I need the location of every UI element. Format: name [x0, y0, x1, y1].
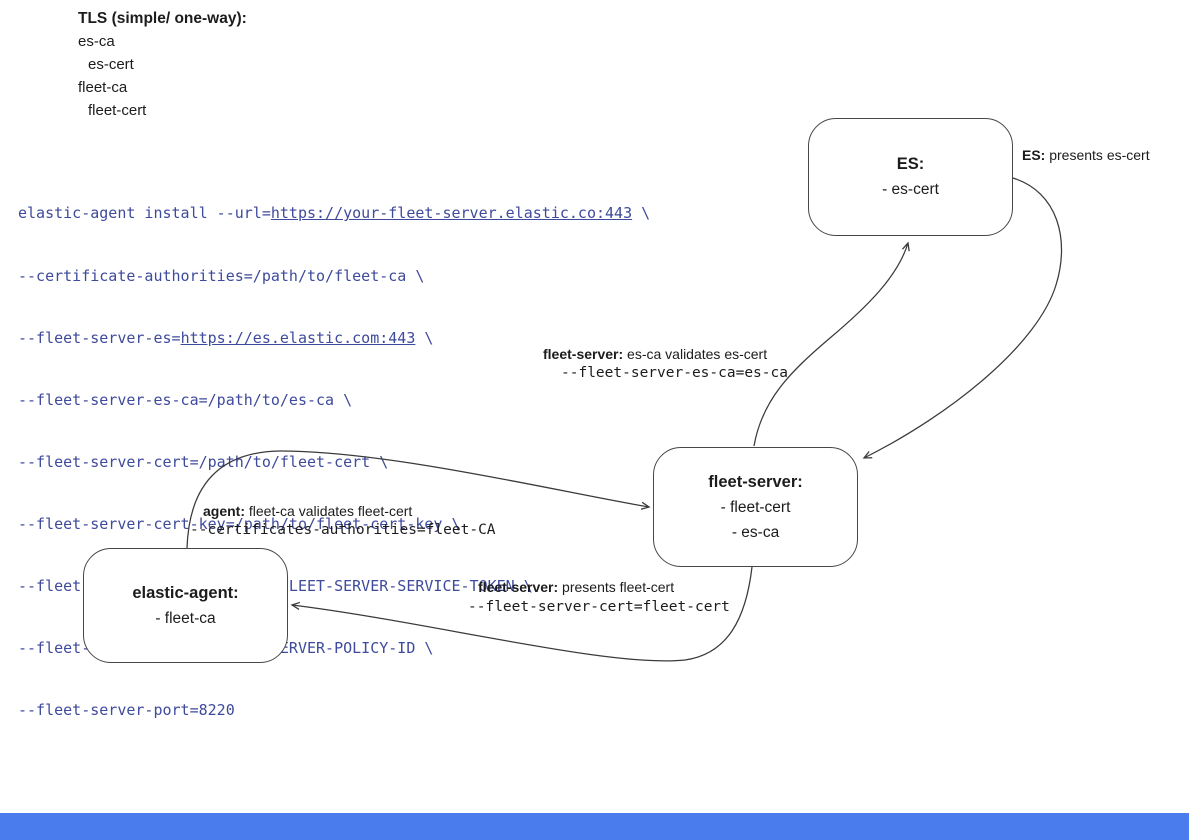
- command-text: elastic-agent install --url=: [18, 204, 271, 223]
- label-rest: presents fleet-cert: [558, 579, 675, 595]
- node-elastic-agent-ca-line: - fleet-ca: [155, 609, 216, 627]
- fleet-server-url-link[interactable]: https://your-fleet-server.elastic.co:443: [270, 204, 633, 223]
- command-line: --fleet-server-port=8220: [18, 700, 650, 721]
- legend-item-fleet-cert: fleet-cert: [88, 102, 147, 119]
- label-text: fleet-server: presents fleet-cert: [468, 577, 730, 597]
- command-line: elastic-agent install --url=https://your…: [18, 203, 650, 224]
- label-es-presents-es-cert: ES: presents es-cert: [1022, 146, 1150, 165]
- label-fleet-server-validates-es-cert: fleet-server: es-ca validates es-cert --…: [543, 345, 788, 383]
- node-fleet-server: fleet-server: - fleet-cert - es-ca: [653, 447, 858, 567]
- node-es-title: ES:: [896, 155, 925, 173]
- node-elastic-agent: elastic-agent: - fleet-ca: [83, 548, 288, 663]
- node-es-cert-line: - es-cert: [882, 181, 939, 198]
- label-fleet-server-presents-fleet-cert: fleet-server: presents fleet-cert --flee…: [468, 577, 730, 617]
- command-line: --fleet-server-es=https://es.elastic.com…: [18, 328, 650, 349]
- command-line: --fleet-server-cert-key=/path/to/fleet-c…: [18, 514, 650, 535]
- legend-item-fleet-ca: fleet-ca: [78, 79, 128, 96]
- command-text: \: [415, 328, 434, 347]
- arrow-fleet-server-to-es: [753, 241, 910, 447]
- node-es: ES: - es-cert: [808, 118, 1013, 236]
- command-text: --fleet-server-es-ca=/path/to/es-ca \: [18, 390, 353, 409]
- label-bold: ES:: [1022, 147, 1046, 163]
- es-url-link[interactable]: https://es.elastic.com:443: [180, 328, 416, 347]
- legend-title: TLS (simple/ one-way):: [78, 10, 247, 27]
- label-flag-text: --fleet-server-es-ca=es-ca: [561, 365, 788, 381]
- label-rest: presents es-cert: [1045, 147, 1150, 163]
- legend-item-es-cert: es-cert: [88, 56, 134, 73]
- label-flag-text: --fleet-server-cert=fleet-cert: [468, 599, 730, 615]
- bottom-bar: [0, 813, 1189, 840]
- label-bold: fleet-server:: [478, 579, 559, 595]
- command-line: --fleet-server-cert=/path/to/fleet-cert …: [18, 452, 650, 473]
- command-text: \: [632, 204, 651, 223]
- label-rest: es-ca validates es-cert: [623, 346, 768, 362]
- arrow-fleet-server-to-agent: [290, 566, 753, 662]
- command-text: --fleet-server-port=8220: [18, 701, 235, 720]
- node-fleet-server-title: fleet-server:: [708, 472, 803, 491]
- command-text: --fleet-server-cert=/path/to/fleet-cert …: [18, 452, 389, 471]
- node-fleet-server-cert-line: - fleet-cert: [720, 498, 791, 516]
- node-elastic-agent-title: elastic-agent:: [132, 583, 239, 602]
- label-text: agent: fleet-ca validates fleet-cert: [190, 502, 496, 521]
- command-text: --certificate-authorities=/path/to/fleet…: [18, 266, 425, 285]
- label-bold: agent:: [203, 503, 245, 519]
- node-fleet-server-ca-line: - es-ca: [731, 523, 780, 541]
- command-text: --fleet-server-es=: [18, 328, 181, 347]
- label-bold: fleet-server:: [543, 346, 624, 362]
- label-rest: fleet-ca validates fleet-cert: [245, 503, 413, 519]
- cert-legend: TLS (simple/ one-way): es-ca es-cert fle…: [78, 7, 247, 122]
- command-text: --fleet-server-cert-key=/path/to/fleet-c…: [18, 514, 461, 533]
- arrow-agent-to-fleet-server: [186, 450, 651, 549]
- arrow-es-to-fleet-server: [862, 177, 1063, 459]
- label-flag-text: --certificates-authorities=fleet-CA: [190, 522, 496, 538]
- label-agent-validates-fleet-cert: agent: fleet-ca validates fleet-cert --c…: [190, 502, 496, 540]
- label-text: fleet-server: es-ca validates es-cert: [543, 345, 788, 364]
- command-line: --certificate-authorities=/path/to/fleet…: [18, 266, 650, 287]
- label-text: ES: presents es-cert: [1022, 146, 1150, 165]
- legend-item-es-ca: es-ca: [78, 33, 115, 50]
- command-line: --fleet-server-es-ca=/path/to/es-ca \: [18, 390, 650, 411]
